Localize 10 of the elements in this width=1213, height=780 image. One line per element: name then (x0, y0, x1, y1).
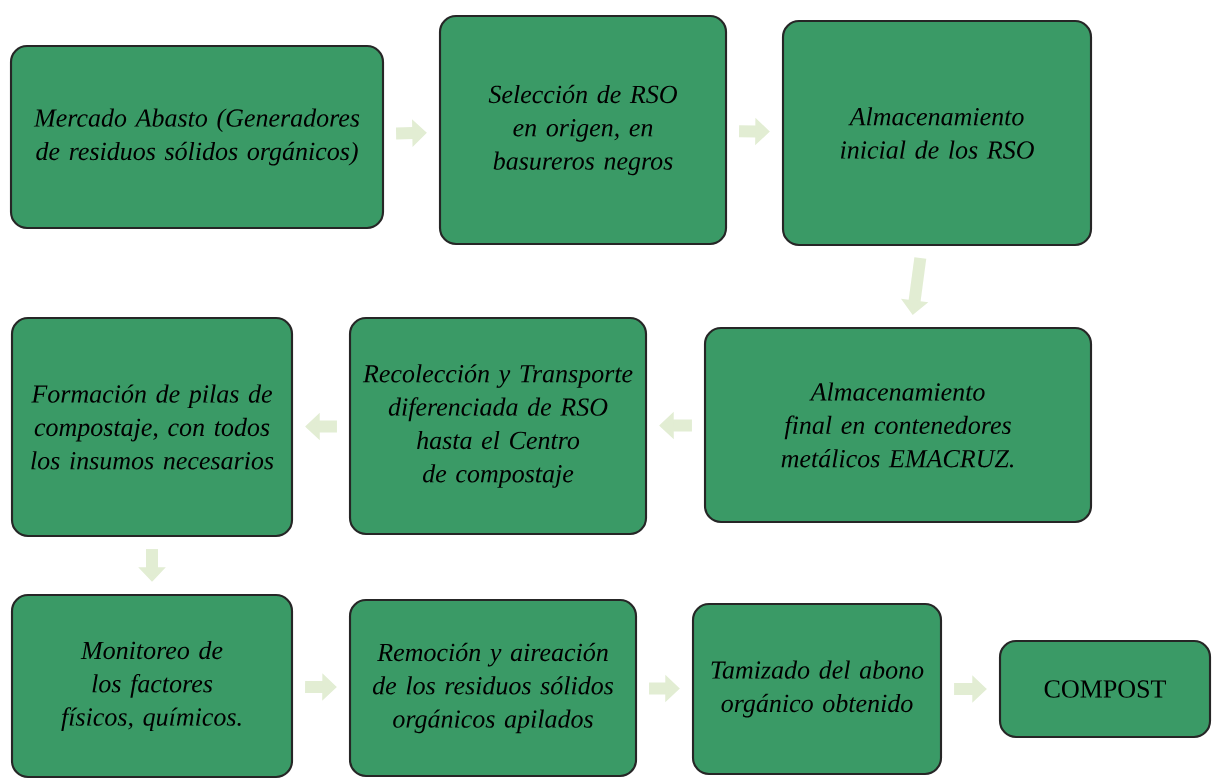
process-box: Selección de RSO en origen, en basureros negros (438, 14, 728, 246)
process-box: Formación de pilas de compostaje, con todos los insumos necesarios (10, 316, 294, 538)
process-box: Remoción y aireación de los residuos sólidos orgánicos apilados (348, 598, 638, 778)
process-box: COMPOST (998, 639, 1212, 739)
process-box: Recolección y Transporte diferenciada de RSO hasta el Centro de compostaje (348, 316, 648, 536)
process-box: Tamizado del abono orgánico obtenido (691, 602, 943, 776)
process-box: Mercado Abasto (Generadores de residuos sólidos orgánicos) (9, 44, 385, 230)
process-box: Almacenamiento inicial de los RSO (781, 19, 1093, 247)
process-box: Monitoreo de los factores físicos, químicos. (10, 593, 294, 779)
process-box: Almacenamiento final en contenedores metálicos EMACRUZ. (703, 326, 1093, 524)
